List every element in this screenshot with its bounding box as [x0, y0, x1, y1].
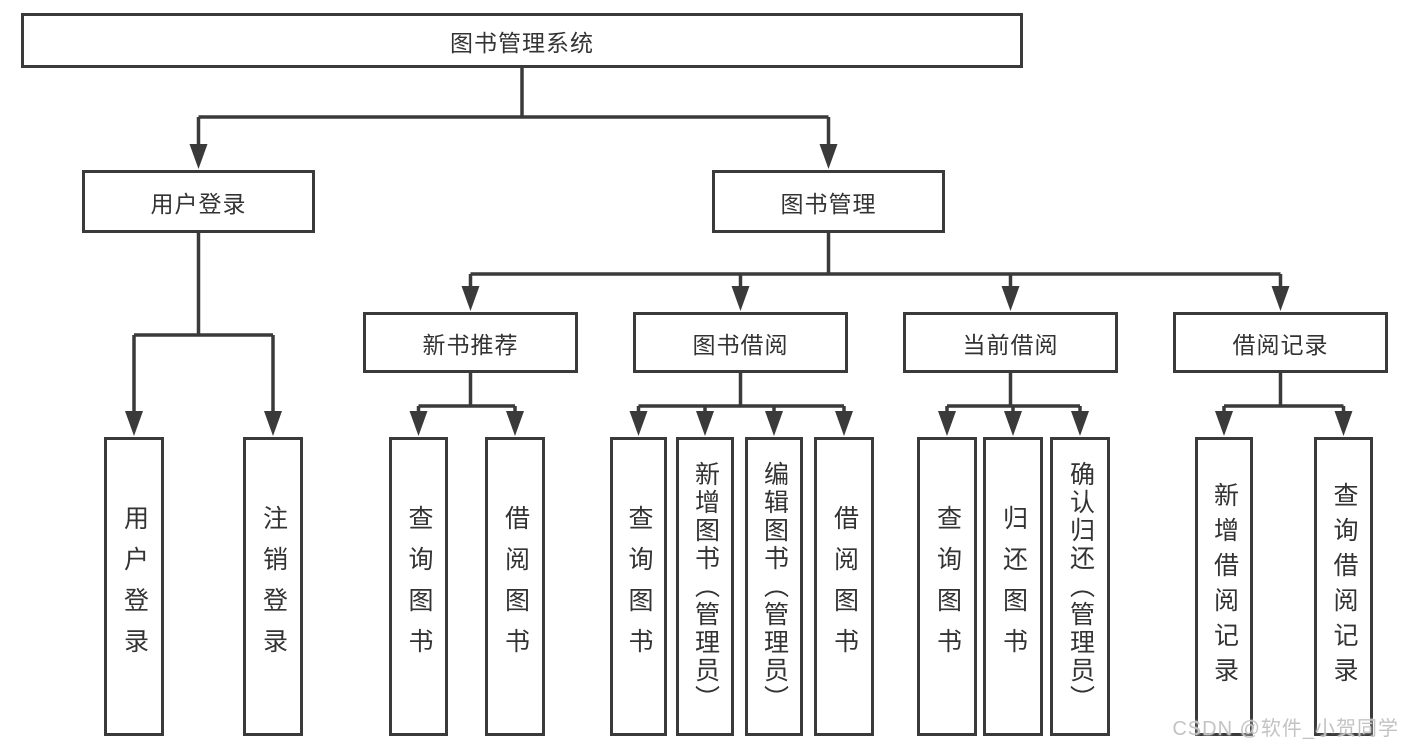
arrow-down-icon — [629, 411, 648, 436]
node-v-query-book-2: 查询图书 — [610, 437, 667, 736]
node-label: 图书管理 — [780, 190, 877, 217]
arrow-down-icon — [506, 411, 524, 436]
watermark: CSDN @软件_小贺同学 — [1172, 718, 1399, 740]
node-v-return-book: 归还图书 — [983, 437, 1043, 736]
arrow-down-icon — [461, 286, 480, 311]
node-book-borrow: 图书借阅 — [633, 312, 848, 373]
node-v-logout: 注销登录 — [243, 437, 303, 736]
arrow-down-icon — [835, 411, 853, 436]
node-label: 查询图书 — [405, 504, 433, 669]
node-v-borrow-book-2: 借阅图书 — [814, 437, 874, 736]
node-label: 借阅图书 — [830, 504, 859, 669]
node-label: 借阅图书 — [501, 504, 530, 669]
arrow-down-icon — [1004, 411, 1022, 436]
node-current-borrow: 当前借阅 — [903, 312, 1118, 373]
node-v-query-record: 查询借阅记录 — [1314, 437, 1373, 736]
arrow-down-icon — [264, 411, 282, 436]
node-book-mgmt: 图书管理 — [712, 170, 945, 233]
node-label: 确认归还（管理员） — [1066, 460, 1095, 713]
arrow-down-icon — [819, 144, 838, 169]
arrow-down-icon — [1001, 286, 1020, 311]
arrow-down-icon — [409, 411, 428, 436]
arrow-down-icon — [938, 411, 956, 436]
node-label: 新书推荐 — [422, 331, 519, 358]
node-label: 用户登录 — [120, 504, 149, 669]
node-label: 用户登录 — [150, 190, 247, 217]
node-v-borrow-book-1: 借阅图书 — [485, 437, 545, 736]
arrow-down-icon — [1215, 411, 1233, 436]
arrow-down-icon — [1334, 411, 1353, 436]
node-v-edit-book: 编辑图书（管理员） — [745, 437, 803, 736]
node-label: 查询图书 — [625, 504, 653, 669]
node-label: 借阅记录 — [1232, 331, 1329, 358]
arrow-down-icon — [731, 286, 750, 311]
node-borrow-record: 借阅记录 — [1173, 312, 1388, 373]
arrow-down-icon — [1071, 411, 1089, 436]
arrow-down-icon — [125, 411, 143, 436]
node-v-add-book: 新增图书（管理员） — [676, 437, 734, 736]
arrow-down-icon — [696, 411, 714, 436]
node-label: 图书借阅 — [692, 331, 789, 358]
node-v-query-book-1: 查询图书 — [389, 437, 448, 736]
node-label: 查询图书 — [933, 504, 962, 669]
node-label: 注销登录 — [259, 504, 288, 669]
node-label: 新增图书（管理员） — [691, 460, 720, 713]
arrow-down-icon — [765, 411, 783, 436]
node-user-login: 用户登录 — [82, 170, 315, 233]
node-v-confirm-return: 确认归还（管理员） — [1050, 437, 1110, 736]
node-v-query-book-3: 查询图书 — [917, 437, 977, 736]
node-label: 查询借阅记录 — [1330, 481, 1358, 692]
arrow-down-icon — [189, 144, 208, 169]
node-label: 当前借阅 — [962, 331, 1059, 358]
node-label: 归还图书 — [999, 504, 1028, 669]
node-v-add-record: 新增借阅记录 — [1195, 437, 1253, 736]
arrow-down-icon — [1271, 286, 1290, 311]
node-label: 图书管理系统 — [450, 29, 594, 56]
node-new-book-rec: 新书推荐 — [363, 312, 578, 373]
node-root: 图书管理系统 — [21, 13, 1023, 68]
node-label: 新增借阅记录 — [1210, 481, 1239, 692]
node-v-user-login: 用户登录 — [104, 437, 164, 736]
node-label: 编辑图书（管理员） — [760, 460, 789, 713]
